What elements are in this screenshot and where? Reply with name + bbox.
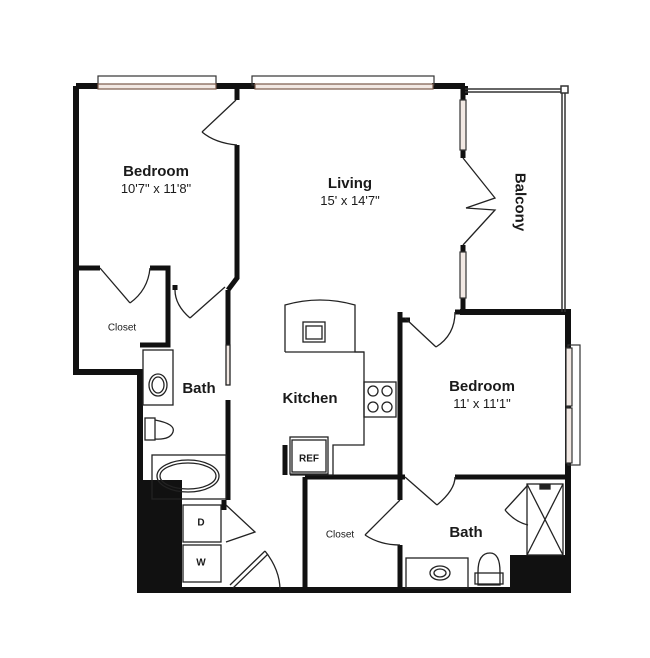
room-label-closet-2: Closet [325,529,355,541]
room-label-living: Living 15' x 14'7" [320,175,379,209]
room-label-bedroom-2: Bedroom 11' x 11'1" [449,378,515,412]
washer-label: W [196,557,206,569]
window-bedroom-1 [97,75,217,90]
room-label-bath-1: Bath [182,380,216,397]
room-dimensions: 15' x 14'7" [320,193,380,208]
window-living-side [459,99,467,299]
laundry [182,504,222,583]
bath-2-fixtures [405,483,564,589]
window-living [251,75,435,90]
solid-wall-block-2 [510,555,570,590]
room-label-balcony: Balcony [511,172,529,232]
solid-wall-block [137,480,182,590]
room-name: Living [327,175,373,192]
refrigerator-label: REF [299,453,319,465]
bath-1-fixtures [142,349,227,500]
room-label-kitchen: Kitchen [282,390,338,407]
room-label-bedroom-1: Bedroom 10'7" x 11'8" [121,163,191,197]
kitchen-counter [284,299,397,476]
room-dimensions: 11' x 11'1" [453,396,511,411]
interior-walls [76,86,568,590]
room-label-bath-2: Bath [449,524,483,541]
dryer-label: D [197,517,205,529]
doors [99,99,529,591]
room-name: Bedroom [123,163,189,180]
room-dimensions: 10'7" x 11'8" [120,181,192,196]
room-label-closet-1: Closet [107,322,137,334]
window-bedroom-2 [565,344,581,466]
balcony-railing [465,85,569,312]
room-name: Bedroom [449,378,515,395]
